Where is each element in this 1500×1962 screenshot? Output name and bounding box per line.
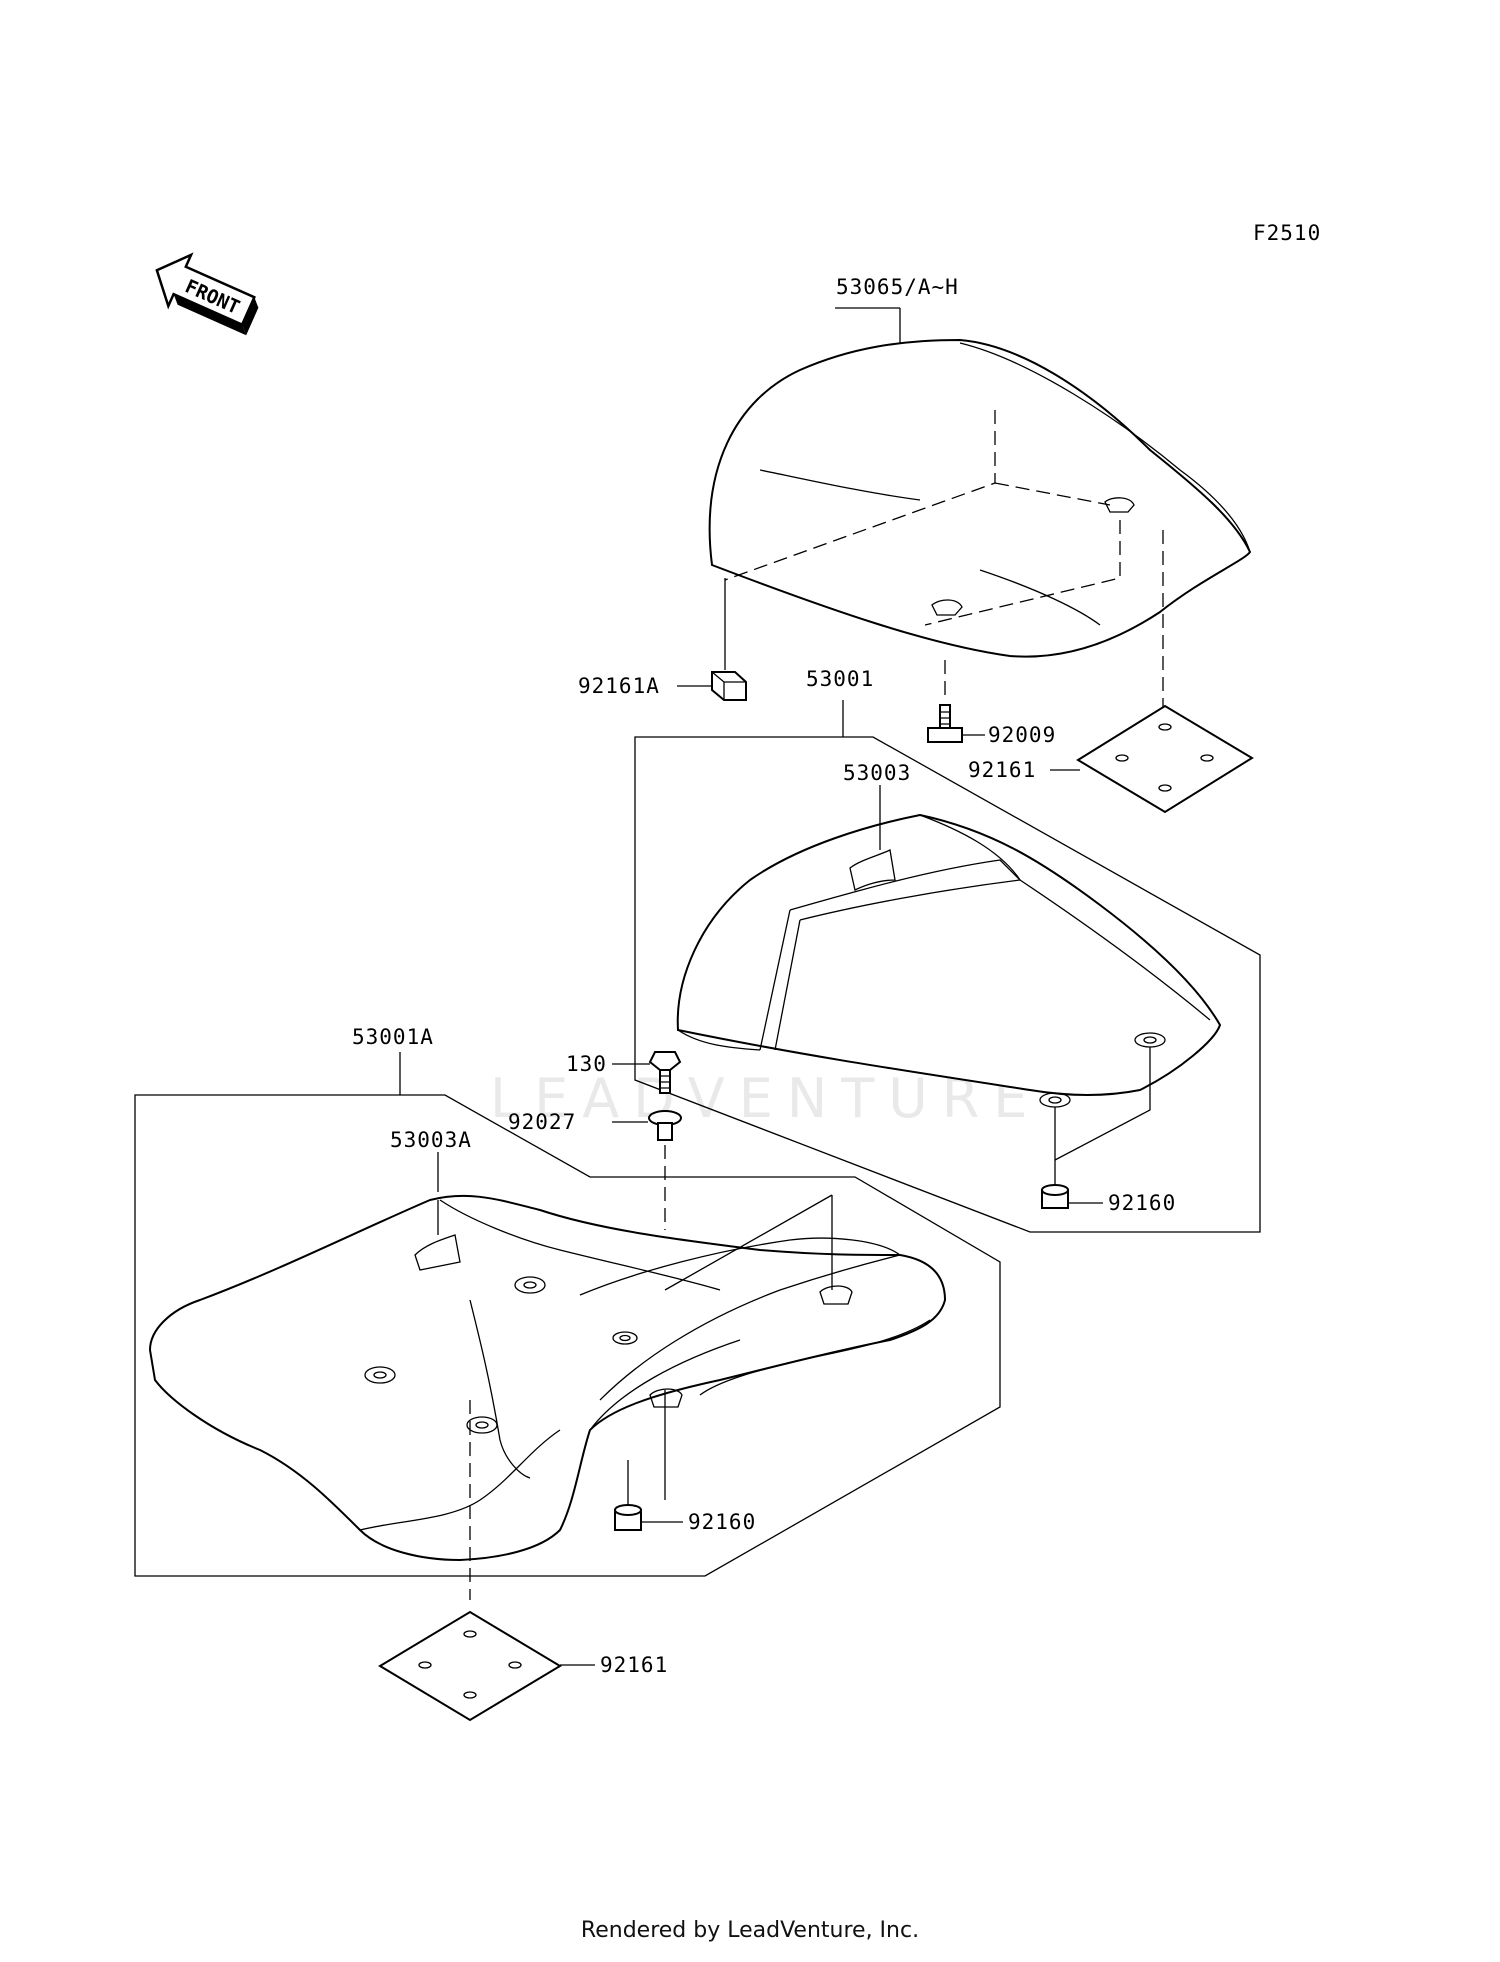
bolt-130 [648,1051,682,1094]
footer-credit: Rendered by LeadVenture, Inc. [580,1918,920,1943]
callout-53065: 53065/A~H [836,275,959,299]
figure-code: F2510 [1253,221,1321,245]
bushing-rear [1041,1047,1151,1209]
front-arrow-icon: FRONT [155,252,259,336]
front-seat-bracket [134,1094,1001,1577]
callout-92009: 92009 [988,723,1056,747]
rubber-block [711,578,747,701]
front-seat [148,1194,947,1600]
damper-plate-rear [1076,530,1254,814]
callout-92160-front: 92160 [688,1510,756,1534]
collar-92027 [648,1110,682,1230]
callout-92161a: 92161A [578,674,660,698]
callout-92161-front: 92161 [600,1653,668,1677]
seat-cover [708,338,1252,658]
callout-92161-rear: 92161 [968,758,1036,782]
callout-53003a: 53003A [390,1128,472,1152]
callout-53001a: 53001A [352,1025,434,1049]
callout-53003: 53003 [843,761,911,785]
callout-92160-rear: 92160 [1108,1191,1176,1215]
callout-92027: 92027 [508,1110,576,1134]
rear-seat [676,813,1222,1108]
callout-53001: 53001 [806,667,874,691]
damper-plate-front [378,1610,562,1722]
rear-seat-bracket [634,736,1261,1233]
watermark: LEADVENTURE [490,1067,1041,1130]
callout-130: 130 [566,1052,607,1076]
bolt-92009 [927,660,963,743]
bushing-front [614,1390,666,1531]
